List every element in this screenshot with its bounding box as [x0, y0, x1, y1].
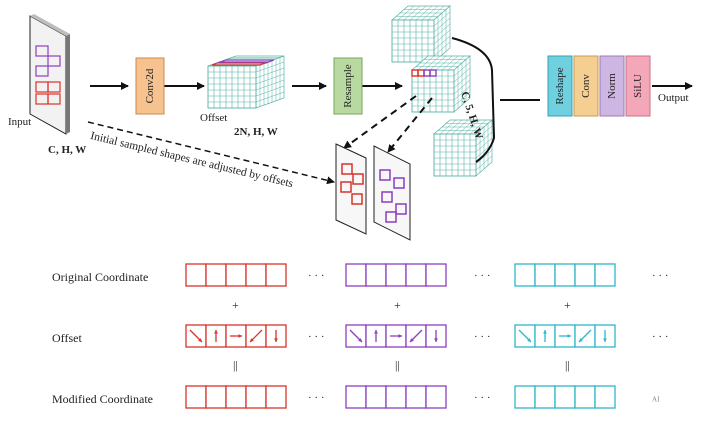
offset-arrow-head	[579, 338, 583, 342]
sampled-plane-purple	[373, 145, 411, 241]
silu-block	[625, 55, 651, 117]
norm-label: Norm	[606, 73, 618, 99]
dashed-arrow-plane-left	[343, 95, 417, 149]
sampled-plane-red	[335, 143, 367, 235]
coordinate-cell	[245, 263, 267, 287]
coordinate-cell	[405, 385, 427, 409]
coordinate-cell	[385, 385, 407, 409]
coordinate-cell	[554, 385, 576, 409]
offset-arrow-head	[238, 334, 242, 338]
coordinate-cell	[185, 385, 207, 409]
coordinate-cell	[425, 385, 447, 409]
bracket-curve	[451, 37, 496, 163]
coordinate-cell	[225, 385, 247, 409]
offset-dims: 2N, H, W	[234, 126, 278, 138]
norm-block	[599, 55, 625, 117]
resampled-cube-middle	[411, 55, 471, 113]
reshape-label: Reshape	[554, 67, 566, 105]
coordinate-cell	[205, 385, 227, 409]
offset-arrow-head	[410, 338, 414, 342]
coordinate-cell	[574, 385, 596, 409]
offset-arrow-head	[603, 338, 607, 342]
conv-block	[573, 55, 599, 117]
offset-arrow-head	[527, 338, 531, 342]
conv-label: Conv	[580, 74, 592, 98]
resampled-cube-top	[391, 5, 451, 63]
offset-arrow-head	[543, 330, 547, 334]
coordinate-cell	[205, 263, 227, 287]
ellipsis: · · ·	[474, 392, 491, 404]
coordinate-cell	[365, 385, 387, 409]
coordinate-cell	[245, 385, 267, 409]
coordinate-cell	[265, 385, 287, 409]
coordinate-cell	[345, 385, 367, 409]
input-label: Input	[8, 116, 32, 128]
coordinate-cell	[534, 385, 556, 409]
coordinate-cell	[225, 263, 247, 287]
ellipsis: · · ·	[474, 331, 491, 343]
coordinate-rows	[185, 263, 616, 409]
offset-arrow-head	[358, 338, 362, 342]
equals-sign-2: ||	[395, 358, 400, 372]
cube-front-face	[411, 69, 455, 113]
coordinate-cell	[365, 263, 387, 287]
ellipsis: · · ·	[652, 270, 669, 282]
ellipsis: · · ·	[308, 331, 325, 343]
offset-arrow-head	[567, 334, 571, 338]
plus-sign-3: +	[564, 298, 571, 312]
coordinate-cell	[345, 263, 367, 287]
ellipsis: · · ·	[308, 270, 325, 282]
ellipsis: · · ·	[652, 331, 669, 343]
conv2d-label: Conv2d	[144, 68, 156, 104]
coordinate-cell	[534, 263, 556, 287]
input-plane	[29, 14, 70, 135]
coordinate-cell	[265, 263, 287, 287]
resampled-cube-bottom	[433, 119, 493, 177]
offset-arrow-head	[374, 330, 378, 334]
input-dims: C, H, W	[48, 144, 87, 156]
offset-arrow-head	[250, 338, 254, 342]
offset-tensor	[207, 55, 285, 109]
row-label-offset: Offset	[52, 331, 82, 345]
offset-arrow-head	[274, 338, 278, 342]
coordinate-cell	[514, 263, 536, 287]
cube-front-face	[391, 19, 435, 63]
coordinate-cell	[594, 385, 616, 409]
resample-label: Resample	[342, 64, 354, 108]
coordinate-cell	[574, 263, 596, 287]
offset-arrow-head	[434, 338, 438, 342]
plus-sign-1: +	[232, 298, 239, 312]
cube-front-face	[433, 133, 477, 177]
equals-sign-3: ||	[565, 358, 570, 372]
row-label-original: Original Coordinate	[52, 270, 149, 284]
row-label-modified: Modified Coordinate	[52, 392, 153, 406]
coordinate-cell	[514, 385, 536, 409]
plus-sign-2: +	[394, 298, 401, 312]
ellipsis: · · ·	[308, 392, 325, 404]
coordinate-cell	[405, 263, 427, 287]
resample-block	[333, 57, 363, 115]
coordinate-cell	[554, 263, 576, 287]
ellipsis: · · ·	[474, 270, 491, 282]
offset-arrow-head	[198, 338, 202, 342]
coordinate-cell	[594, 263, 616, 287]
equals-sign-1: ||	[233, 358, 238, 372]
output-label: Output	[658, 92, 689, 104]
coordinate-cell	[385, 263, 407, 287]
coordinate-cell	[425, 263, 447, 287]
coordinate-cell	[185, 263, 207, 287]
offset-label: Offset	[200, 112, 228, 124]
reshape-block	[547, 55, 573, 117]
offset-arrow-head	[214, 330, 218, 334]
dashed-adjust-line	[87, 121, 335, 185]
conv2d-block	[135, 57, 165, 115]
offset-arrow-head	[398, 334, 402, 338]
silu-label: SiLU	[632, 74, 644, 98]
watermark-logo: ᴬᴵ	[652, 394, 660, 408]
sampled-region	[429, 69, 437, 77]
